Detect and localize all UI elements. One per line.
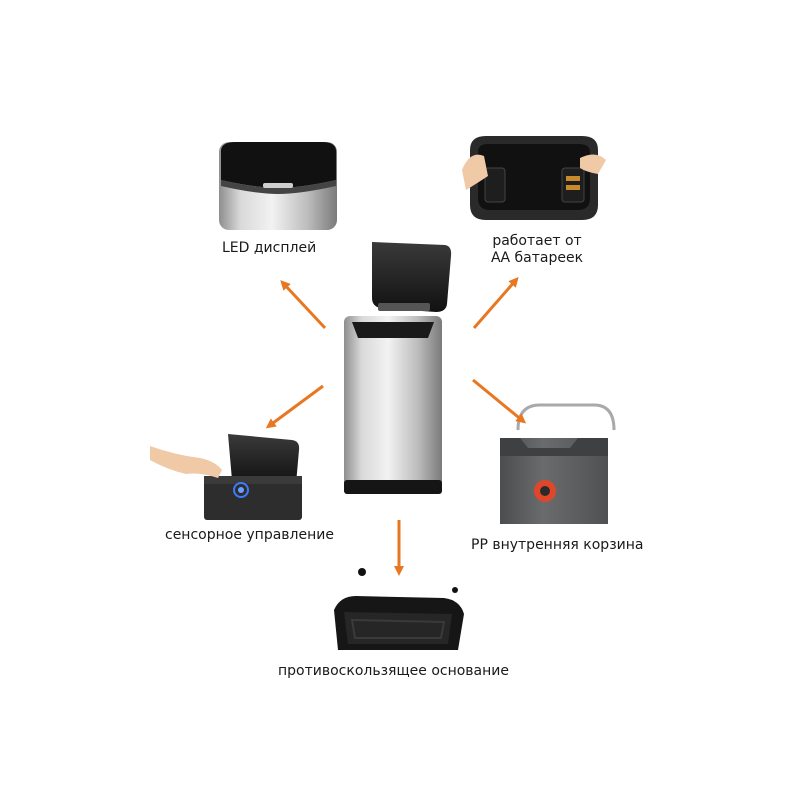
anti-slip-base-image — [334, 568, 464, 650]
battery-compartment-image — [462, 136, 606, 220]
arrow-to-batteries — [472, 276, 519, 329]
arrow-to-bucket — [472, 378, 527, 424]
batteries-label: работает от АА батареек — [482, 233, 592, 267]
arrow-to-touch — [265, 384, 324, 429]
pp-inner-bucket-label: PP внутренняя корзина — [471, 537, 644, 553]
led-display-image — [219, 142, 337, 230]
led-display-label: LED дисплей — [222, 240, 317, 256]
touch-control-label: сенсорное управление — [165, 527, 334, 543]
main-trash-bin-image — [344, 242, 452, 494]
batteries-label-line2: АА батареек — [490, 250, 584, 266]
arrow-to-led — [280, 280, 327, 330]
anti-slip-base-label: противоскользящее основание — [278, 663, 509, 679]
batteries-label-line1: работает от — [492, 233, 582, 249]
touch-control-image — [150, 434, 302, 520]
pp-inner-bucket-image — [500, 403, 616, 524]
